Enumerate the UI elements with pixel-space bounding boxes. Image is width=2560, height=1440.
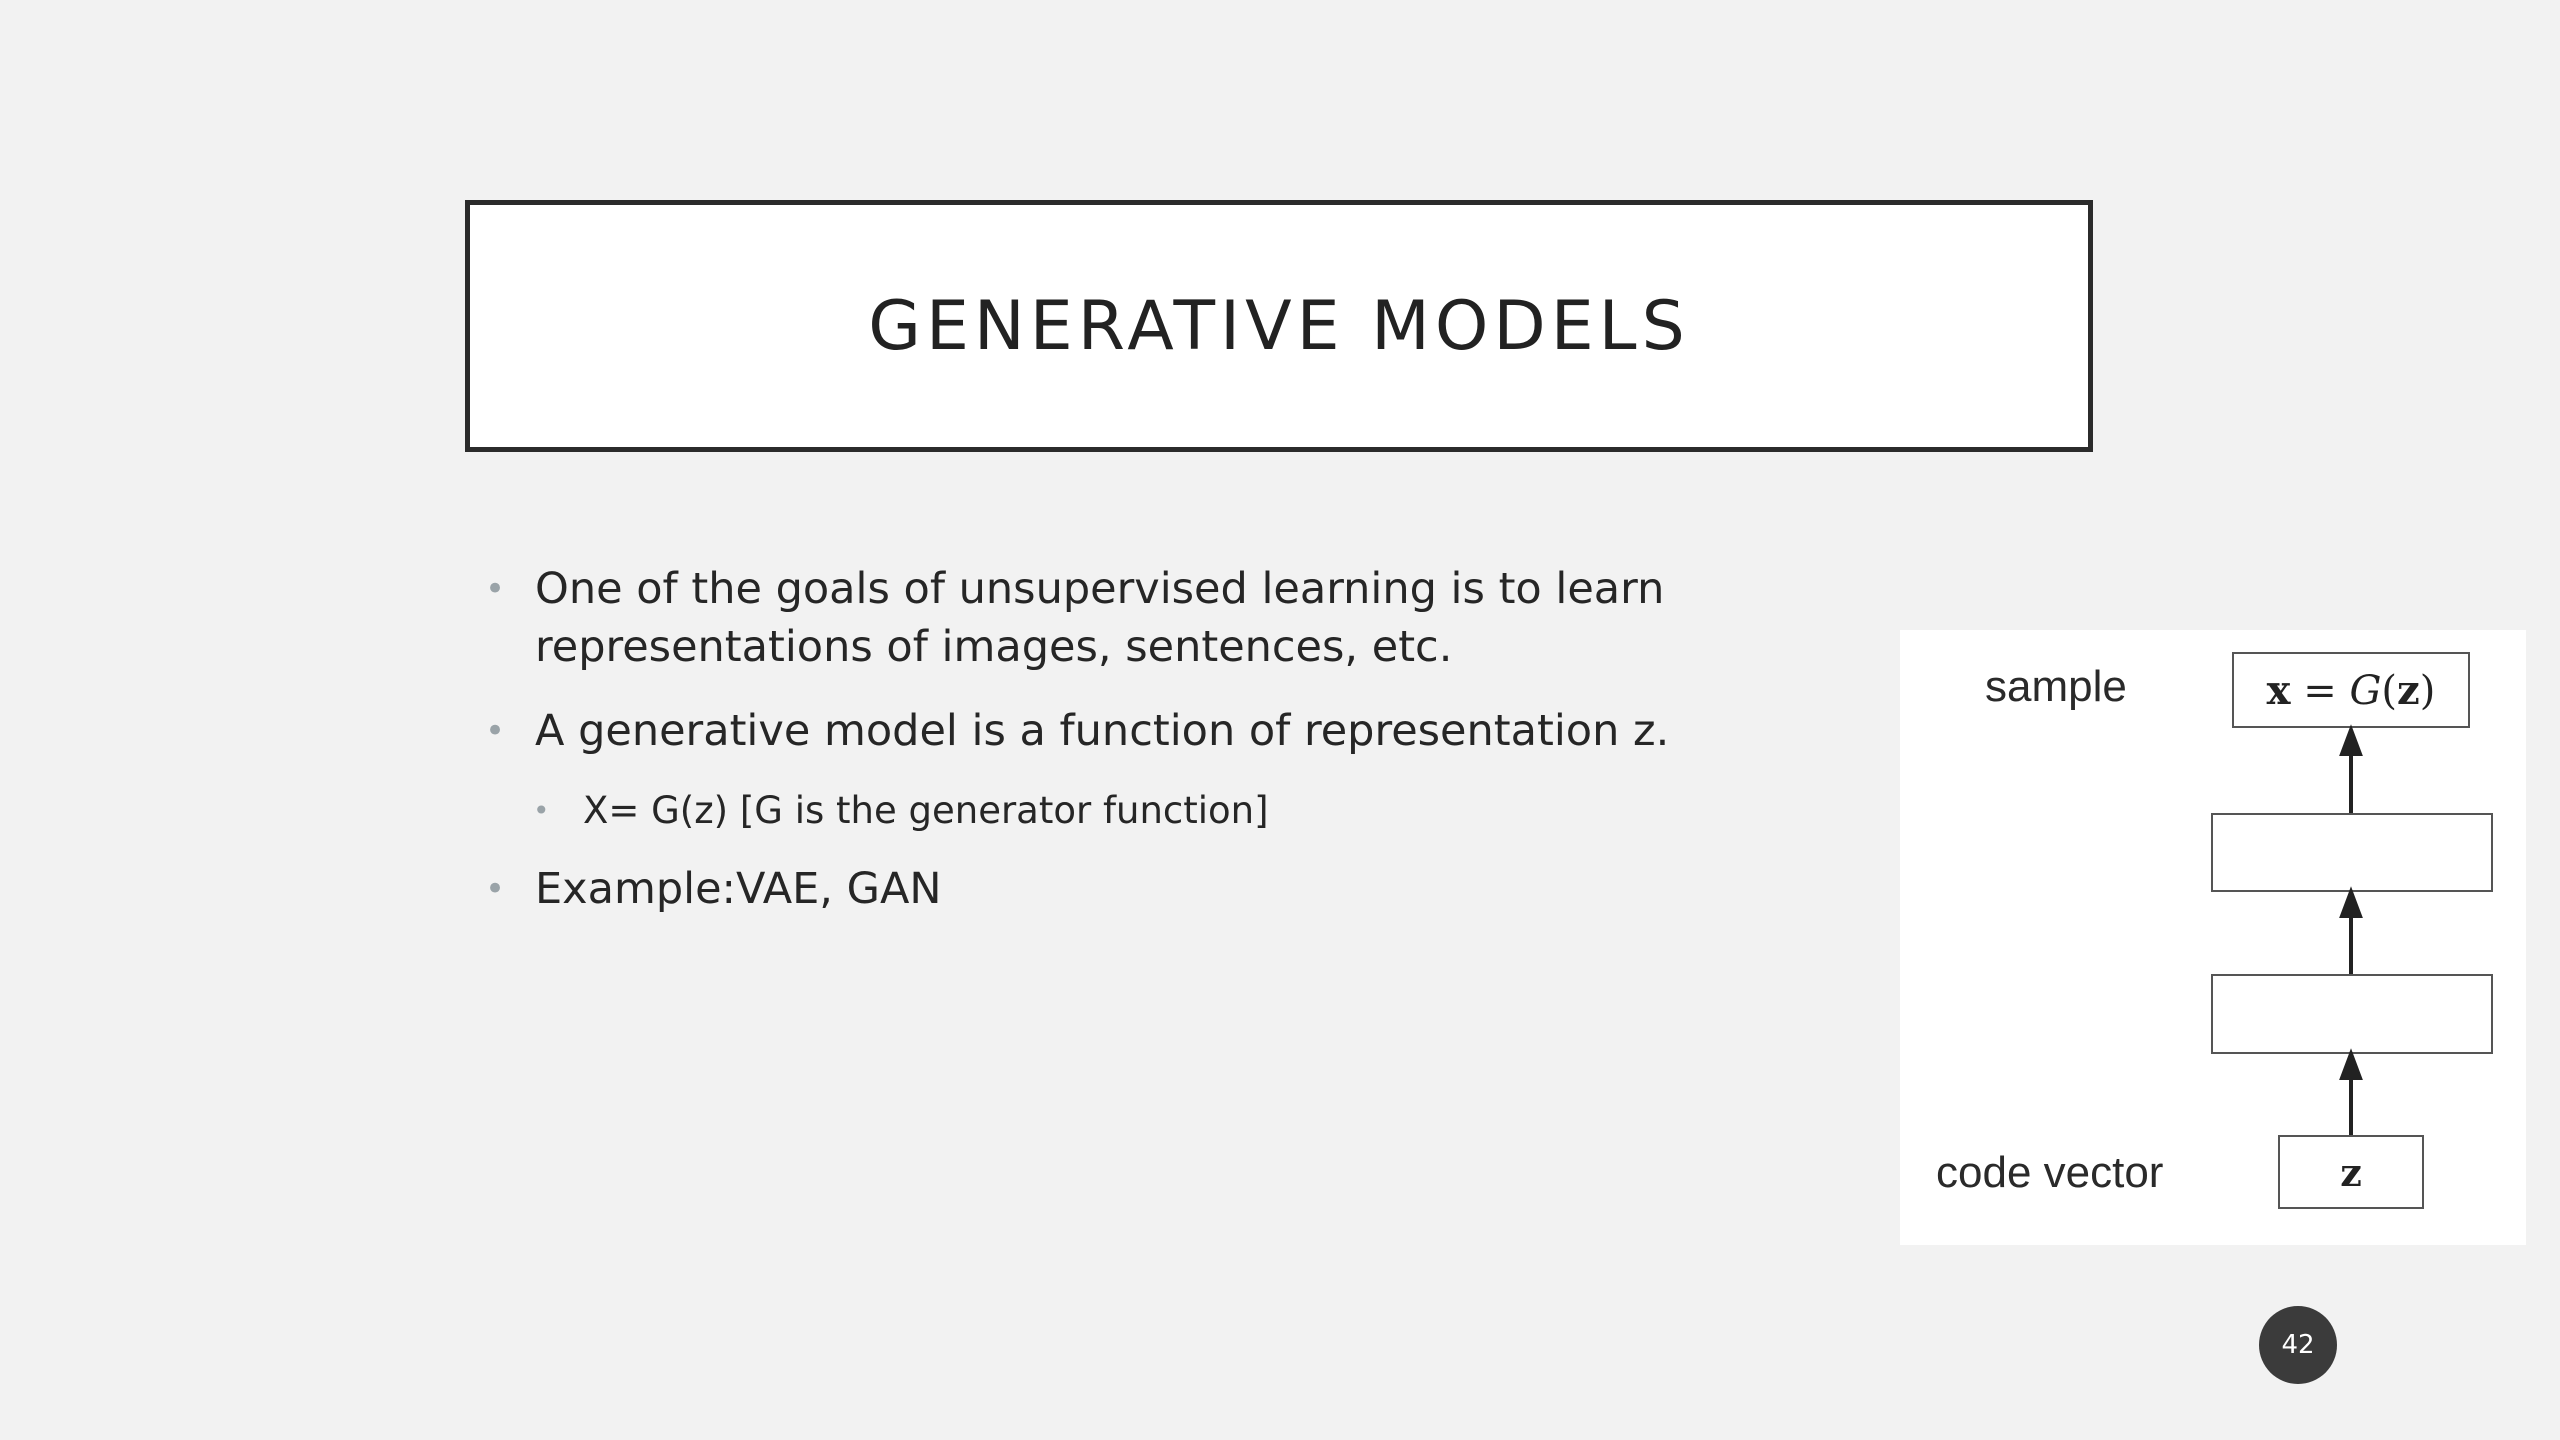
arrow-head: [2339, 886, 2363, 918]
output-equation: x = G(z): [2266, 666, 2436, 714]
page-number-badge: 42: [2259, 1306, 2337, 1384]
slide-title: GENERATIVE MODELS: [868, 286, 1690, 366]
hidden-layer-box: [2211, 974, 2493, 1054]
bullet-item: A generative model is a function of repr…: [485, 702, 1895, 760]
diagram-arrows: [2339, 724, 2363, 1135]
arrow-head: [2339, 1048, 2363, 1080]
output-box: x = G(z): [2232, 652, 2470, 728]
sub-bullet-item: X= G(z) [G is the generator function]: [533, 786, 1895, 836]
hidden-layer-box: [2211, 813, 2493, 892]
bullet-item: Example:VAE, GAN: [485, 860, 1895, 918]
arrow-head: [2339, 724, 2363, 756]
sample-label: sample: [1985, 662, 2127, 711]
bullet-list: One of the goals of unsupervised learnin…: [485, 560, 1895, 944]
code-vector-label: code vector: [1936, 1148, 2164, 1197]
generator-diagram: sample code vector x = G(z) z: [1900, 630, 2526, 1245]
bullet-item: One of the goals of unsupervised learnin…: [485, 560, 1895, 676]
code-vector-box: z: [2278, 1135, 2424, 1209]
title-box: GENERATIVE MODELS: [465, 200, 2093, 452]
